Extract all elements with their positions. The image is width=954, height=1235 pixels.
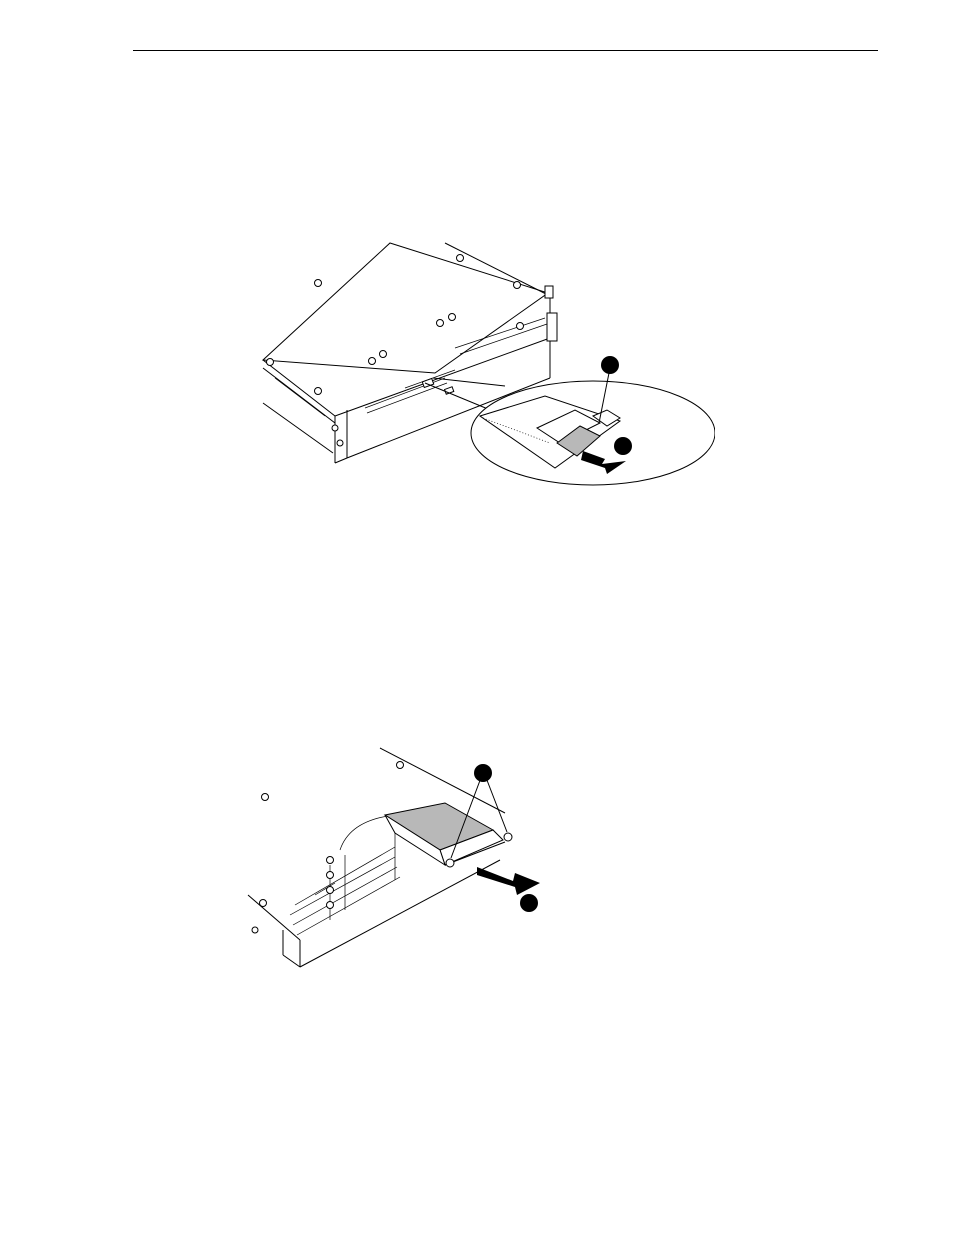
chassis-top <box>263 243 548 373</box>
callout-1 <box>474 764 492 782</box>
drive-removal-drawing <box>245 745 545 970</box>
illustration-card-removal <box>255 238 715 493</box>
callout-1 <box>601 356 619 374</box>
bracket-top <box>545 286 553 298</box>
bracket-right <box>547 313 557 341</box>
callout-2 <box>520 894 538 912</box>
thumbscrew-left <box>446 859 454 867</box>
callout-2 <box>614 437 632 455</box>
header-rule <box>133 50 878 51</box>
thumbscrew-right <box>504 833 512 841</box>
pull-arrow <box>477 867 540 895</box>
illustration-drive-removal <box>245 745 545 970</box>
card-removal-drawing <box>255 238 715 493</box>
